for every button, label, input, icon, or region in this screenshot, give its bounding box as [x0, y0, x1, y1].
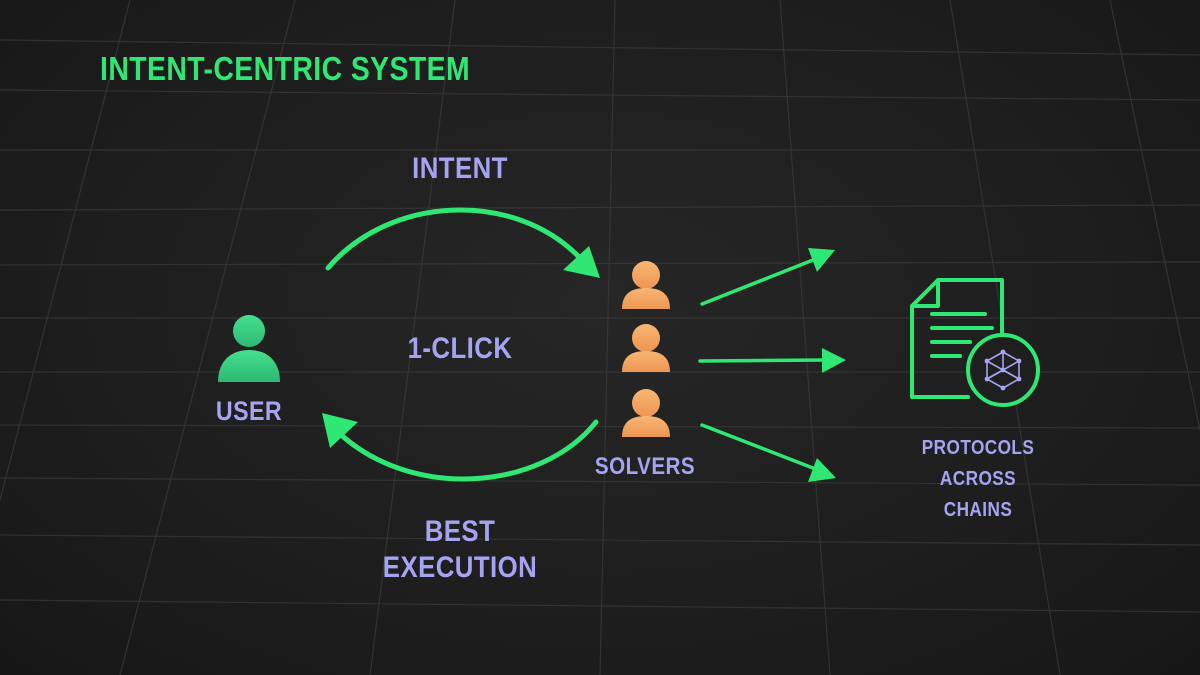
best-execution-arrowhead — [322, 413, 358, 448]
best-execution-label: BEST EXECUTION — [355, 514, 565, 586]
solver-to-protocol-arrow — [700, 423, 836, 482]
protocols-label: PROTOCOLS ACROSS CHAINS — [893, 433, 1063, 526]
intent-arrowhead — [563, 246, 600, 278]
protocols-line: PROTOCOLS — [921, 437, 1035, 459]
user-label: USER — [215, 396, 283, 426]
intent-label: INTENT — [412, 152, 508, 185]
solver-to-protocol-arrow — [700, 248, 835, 306]
user-icon — [218, 315, 280, 382]
best-execution-arrow — [335, 419, 599, 482]
intent-arrow — [325, 207, 583, 271]
solver-icon — [622, 324, 670, 372]
protocols-line: ACROSS — [939, 468, 1017, 490]
diagram-title: INTENT-CENTRIC SYSTEM — [100, 50, 471, 87]
best-execution-line: BEST — [424, 515, 496, 548]
best-execution-line: EXECUTION — [382, 551, 538, 584]
one-click-label: 1-CLICK — [407, 332, 513, 365]
solver-icon — [622, 261, 670, 309]
solver-icon — [622, 389, 670, 437]
solvers-label: SOLVERS — [594, 453, 696, 480]
protocols-line: CHAINS — [943, 499, 1013, 521]
document-with-cube-icon — [910, 278, 1040, 407]
solver-to-protocol-arrow — [698, 348, 846, 373]
